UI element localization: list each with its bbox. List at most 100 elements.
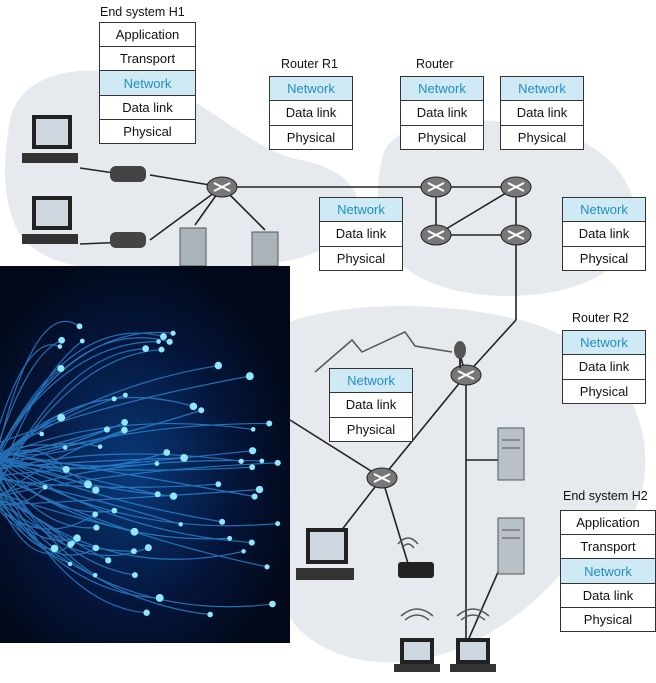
fiber-strand [0, 488, 260, 506]
link [381, 374, 467, 479]
fiber-light [50, 544, 59, 553]
fiber-strand [0, 488, 244, 560]
fiber-light [269, 600, 276, 608]
layer-data-link: Data link [563, 354, 645, 378]
fiber-strand [0, 464, 97, 491]
fiber-light [275, 521, 281, 527]
fiber-light [69, 540, 75, 546]
fiber-strand [0, 348, 146, 485]
fiber-light [131, 572, 138, 579]
fiber-strand [0, 460, 115, 513]
layer-data-link: Data link [100, 94, 195, 119]
fiber-strand [0, 344, 61, 426]
caption-end-system-h1: End system H1 [100, 5, 185, 19]
fiber-light [154, 461, 160, 466]
fiber-light [178, 522, 183, 527]
fiber-light [62, 465, 70, 473]
layer-physical: Physical [330, 416, 412, 441]
fiber-light [111, 507, 118, 514]
fiber-strand [0, 502, 73, 554]
fiber-light [57, 344, 63, 349]
server-icon [497, 427, 525, 481]
fiber-strand [0, 422, 254, 458]
caption-router: Router [416, 57, 454, 71]
fiber-light [92, 572, 98, 578]
fiber-light [76, 323, 83, 330]
fiber-strand [0, 494, 55, 550]
layer-physical: Physical [563, 245, 645, 270]
fiber-strand [0, 499, 71, 545]
link [381, 477, 411, 571]
layer-network: Network [563, 198, 645, 222]
fiber-strand [0, 462, 278, 497]
router-icon [500, 224, 532, 246]
modem-icon [110, 166, 146, 182]
fiber-light [93, 524, 100, 531]
router-icon [206, 176, 238, 198]
fiber-light [92, 486, 100, 494]
layer-network: Network [401, 77, 483, 101]
fiber-light [189, 402, 198, 411]
fiber-strand [0, 461, 278, 527]
layer-data-link: Data link [320, 221, 402, 245]
router-icon [420, 176, 452, 198]
protocol-stack-router-mid: Network Data link Physical [329, 368, 413, 442]
satellite-dish-icon [454, 341, 466, 368]
link [435, 186, 517, 236]
layer-transport: Transport [561, 534, 655, 558]
fiber-strand [0, 368, 62, 452]
fiber-light [238, 458, 244, 464]
laptop-icon [394, 608, 440, 672]
fiber-light [160, 333, 167, 340]
server-icon [251, 231, 279, 267]
fiber-light [39, 431, 45, 437]
fiber-light [42, 484, 48, 490]
fiber-light [259, 458, 265, 464]
fiber-strand [0, 476, 181, 525]
fiber-strand [0, 460, 253, 471]
fiber-light [79, 338, 85, 344]
layer-network: Network [501, 77, 583, 101]
fiber-light [122, 392, 128, 398]
layer-physical: Physical [501, 124, 583, 149]
fiber-strand [0, 449, 157, 467]
fiber-light [170, 330, 176, 336]
fiber-light [266, 420, 273, 427]
server-icon [179, 227, 207, 267]
layer-application: Application [115, 27, 180, 43]
lightning-link-icon [314, 331, 453, 373]
desktop-computer-icon [22, 196, 78, 244]
fiber-strand [0, 456, 174, 497]
fiber-light [121, 418, 128, 426]
router-icon [420, 224, 452, 246]
fiber-light [130, 527, 139, 536]
fiber-light [121, 426, 128, 434]
fiber-light [249, 464, 256, 471]
router-icon [450, 364, 482, 386]
layer-transport: Transport [100, 46, 195, 70]
fiber-light [130, 548, 137, 555]
fiber-light [103, 426, 111, 433]
fiber-light [155, 593, 164, 602]
fiber-light [97, 444, 103, 449]
wireless-access-point-icon [397, 537, 434, 578]
fiber-strand [0, 458, 89, 485]
fiber-strand [0, 486, 46, 504]
fiber-strand [0, 457, 185, 469]
fiber-light [180, 454, 188, 462]
desktop-computer-icon [296, 528, 354, 580]
fiber-light [207, 611, 213, 618]
fiber-light [251, 493, 258, 500]
fiber-strand [0, 453, 242, 471]
protocol-stack-router-3: Network Data link Physical [319, 197, 403, 271]
fiber-optic-photo [0, 266, 290, 643]
layer-physical: Physical [320, 245, 402, 270]
fiber-strand [0, 457, 223, 523]
layer-network: Network [563, 331, 645, 355]
fiber-strand [0, 469, 230, 540]
fiber-strand [0, 475, 268, 568]
modem-icon [110, 232, 146, 248]
fiber-light [169, 492, 178, 500]
fiber-strand [0, 493, 211, 616]
fiber-light [215, 481, 222, 488]
